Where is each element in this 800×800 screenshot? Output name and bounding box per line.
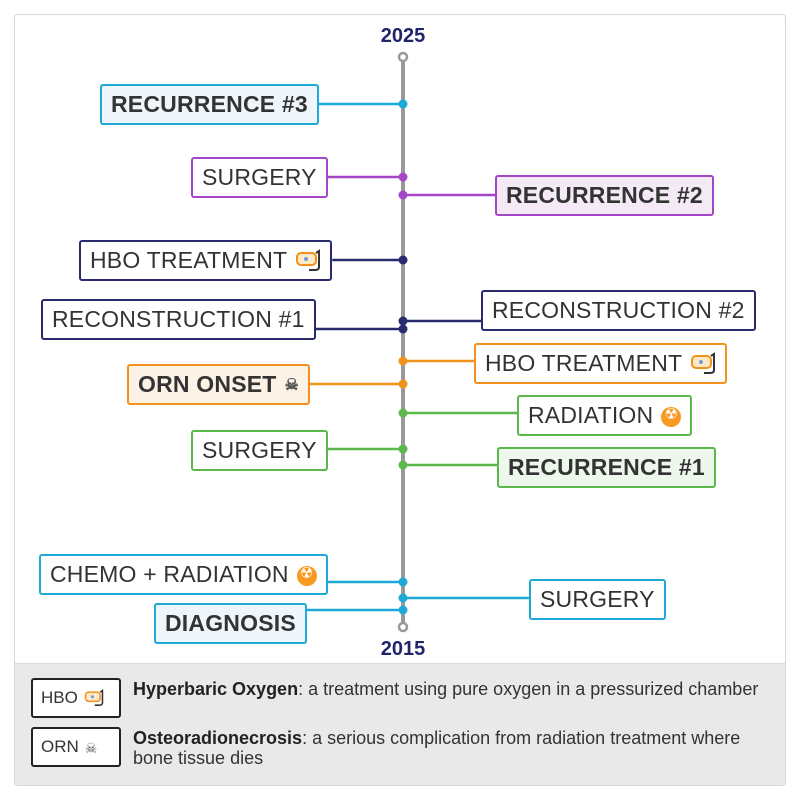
event-hbo-treatment-2: HBO TREATMENT [79,240,333,281]
legend-definition-orn: Osteoradionecrosis: a serious complicati… [133,728,741,768]
timeline-dot [398,172,408,182]
event-recurrence-1: RECURRENCE #1 [497,447,716,488]
timeline-dot [398,99,408,109]
timeline-dot [398,324,408,334]
event-reconstruction-1: RECONSTRUCTION #1 [41,299,316,340]
timeline-dot [398,593,408,603]
skull-icon: ☠ [284,376,300,394]
top-year-label: 2025 [380,25,426,47]
event-recurrence-2: RECURRENCE #2 [495,175,714,216]
event-chemo-radiation: CHEMO + RADIATION☢ [39,554,328,595]
timeline-dot [398,577,408,587]
diving-mask-icon [690,352,716,378]
legend-term-hbo: Hyperbaric Oxygen [133,679,299,699]
radiation-icon: ☢ [296,565,317,586]
timeline-dot [398,356,408,366]
timeline-connectors [306,51,531,633]
timeline-dot [398,379,408,389]
diving-mask-icon [295,249,321,275]
diving-mask-icon [84,688,104,709]
event-surgery-0: SURGERY [529,579,666,620]
event-recurrence-3: RECURRENCE #3 [100,84,319,125]
timeline-dot [398,605,408,615]
bottom-year-label: 2015 [380,638,426,660]
timeline-dot [398,316,408,326]
timeline-dot [398,255,408,265]
radiation-icon: ☢ [661,406,682,427]
event-reconstruction-2: RECONSTRUCTION #2 [481,290,756,331]
event-orn-onset: ORN ONSET☠ [127,364,311,405]
skull-icon: ☠ [84,739,98,756]
timeline-dot [398,190,408,200]
legend-term-orn: Osteoradionecrosis [133,728,303,748]
event-surgery-2: SURGERY [191,157,328,198]
timeline-dot [398,408,408,418]
legend: HBO Hyperbaric Oxygen: a treatment using… [15,663,785,785]
event-surgery-1: SURGERY [191,430,328,471]
legend-definition-hbo: Hyperbaric Oxygen: a treatment using pur… [133,679,759,699]
timeline-figure: 2025 2015 RECURRENCE #3 SURGERY RECURREN… [14,14,786,786]
axis-end-cap-top [397,51,409,63]
axis-end-cap-bottom [397,621,409,633]
timeline-dot [398,460,408,470]
event-hbo-treatment-1: HBO TREATMENT [474,343,728,384]
event-radiation: RADIATION☢ [517,395,693,436]
legend-key-orn: ORN☠ [31,727,121,767]
legend-key-hbo: HBO [31,678,121,718]
event-diagnosis: DIAGNOSIS [154,603,307,644]
timeline-dot [398,444,408,454]
